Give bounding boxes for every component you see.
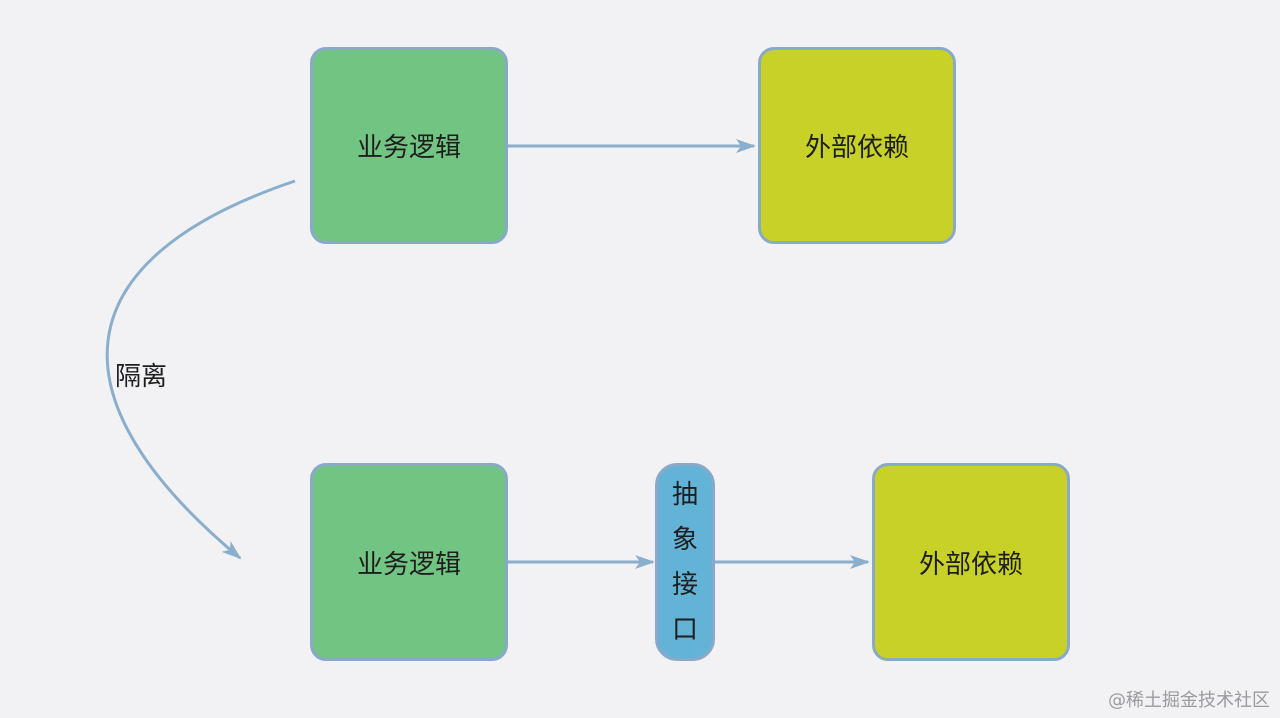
top-business-logic-label: 业务逻辑 [356,133,461,163]
interface-char-2: 象 [671,524,698,555]
isolation-label: 隔离 [115,362,168,392]
watermark: @稀土掘金技术社区 [1108,690,1270,711]
top-external-dependency-box: 外部依赖 [758,47,956,244]
interface-char-4: 口 [671,614,698,645]
bottom-business-logic-box: 业务逻辑 [310,463,508,661]
interface-char-3: 接 [671,569,698,600]
bottom-external-dependency-box: 外部依赖 [872,463,1070,661]
abstract-interface-box: 抽 象 接 口 [655,463,715,661]
isolation-curve-arrow [105,179,296,560]
bottom-business-logic-label: 业务逻辑 [356,549,461,580]
interface-char-1: 抽 [671,479,698,510]
top-business-logic-box: 业务逻辑 [310,47,508,244]
top-external-dependency-label: 外部依赖 [804,133,909,163]
bottom-external-dependency-label: 外部依赖 [918,549,1023,580]
